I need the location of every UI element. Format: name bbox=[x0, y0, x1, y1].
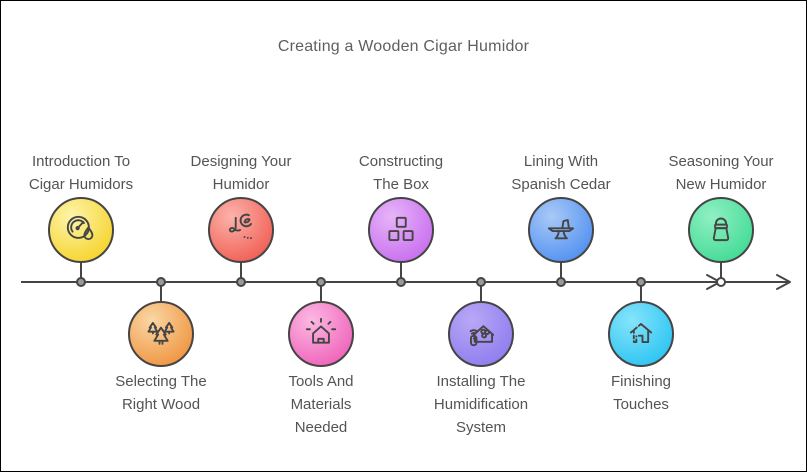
page-title: Creating a Wooden Cigar Humidor bbox=[277, 38, 530, 55]
connector-line bbox=[80, 259, 82, 282]
step-circle[interactable] bbox=[368, 197, 434, 263]
timeline-dot bbox=[476, 277, 486, 287]
step-label: Constructing The Box bbox=[358, 153, 444, 193]
timeline-dot bbox=[76, 277, 86, 287]
step-circle[interactable] bbox=[688, 197, 754, 263]
house-rays-icon bbox=[302, 315, 340, 353]
timeline-dot bbox=[636, 277, 646, 287]
step-circle[interactable] bbox=[528, 197, 594, 263]
timeline-step: Finishing Touches bbox=[561, 1, 721, 471]
step-circle[interactable] bbox=[608, 301, 674, 367]
step-label: Introduction To Cigar Humidors bbox=[28, 153, 134, 193]
connector-line bbox=[560, 259, 562, 282]
timeline-step: Introduction To Cigar Humidors bbox=[1, 1, 161, 471]
connector-line bbox=[400, 259, 402, 282]
timeline-step: Tools And Materials Needed bbox=[241, 1, 401, 471]
step-circle[interactable] bbox=[288, 301, 354, 367]
connector-line bbox=[640, 282, 642, 303]
design-sketch-icon bbox=[222, 211, 260, 249]
step-label: Lining With Spanish Cedar bbox=[511, 153, 611, 193]
house-fan-remote-icon bbox=[462, 315, 500, 353]
connector-line bbox=[160, 282, 162, 303]
timeline-step: Installing The Humidification System bbox=[401, 1, 561, 471]
timeline-dot bbox=[396, 277, 406, 287]
house-outline-dashed-icon bbox=[622, 315, 660, 353]
stacked-squares-icon bbox=[382, 211, 420, 249]
timeline-dot bbox=[236, 277, 246, 287]
connector-line bbox=[320, 282, 322, 303]
timeline-step: Lining With Spanish Cedar bbox=[481, 1, 641, 471]
timeline-step: Selecting The Right Wood bbox=[81, 1, 241, 471]
pine-trees-icon bbox=[142, 315, 180, 353]
step-label: Seasoning Your New Humidor bbox=[668, 153, 774, 193]
seasoning-shaker-icon bbox=[702, 211, 740, 249]
connector-line bbox=[480, 282, 482, 303]
timeline-step: Constructing The Box bbox=[321, 1, 481, 471]
timeline-step: Designing Your Humidor bbox=[161, 1, 321, 471]
step-label: Selecting The Right Wood bbox=[115, 373, 207, 413]
step-circle[interactable] bbox=[48, 197, 114, 263]
timeline-dot bbox=[316, 277, 326, 287]
connector-line bbox=[240, 259, 242, 282]
timeline-dot bbox=[716, 277, 726, 287]
connector-line bbox=[720, 259, 722, 282]
step-circle[interactable] bbox=[208, 197, 274, 263]
step-circle[interactable] bbox=[448, 301, 514, 367]
step-label: Installing The Humidification System bbox=[433, 373, 529, 436]
step-circle[interactable] bbox=[128, 301, 194, 367]
timeline-step: Seasoning Your New Humidor bbox=[641, 1, 801, 471]
hygrometer-droplet-icon bbox=[62, 211, 100, 249]
timeline-dot bbox=[556, 277, 566, 287]
step-label: Tools And Materials Needed bbox=[288, 373, 354, 436]
step-label: Finishing Touches bbox=[610, 373, 672, 413]
table-saw-icon bbox=[542, 211, 580, 249]
step-label: Designing Your Humidor bbox=[190, 153, 292, 193]
timeline-dot bbox=[156, 277, 166, 287]
